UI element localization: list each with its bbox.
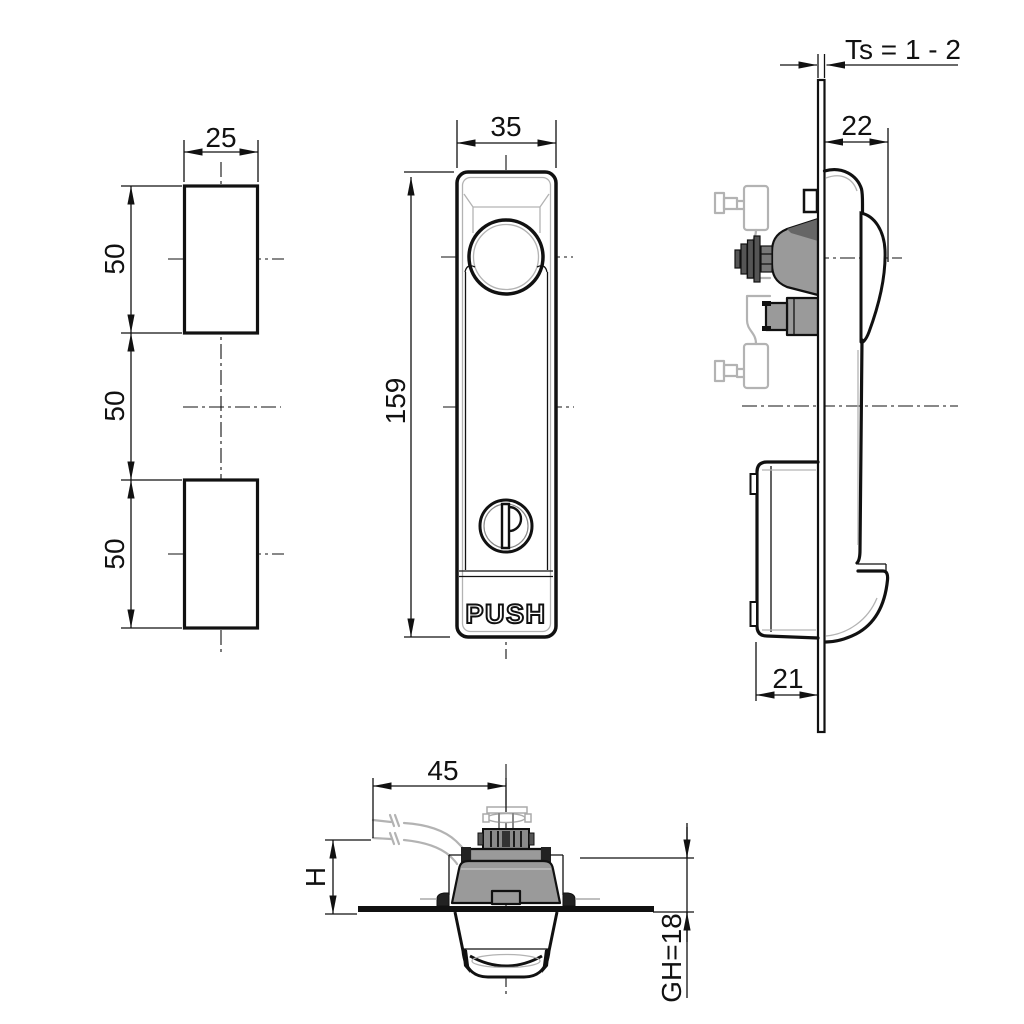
lock-cam-lower-block — [762, 296, 820, 337]
dim-rear-depth: 21 — [772, 663, 803, 694]
panel-clip — [802, 188, 819, 214]
grip-height-extensions — [580, 857, 694, 913]
recess-tangent-bumps — [464, 265, 548, 273]
lock-mechanism — [420, 854, 600, 907]
section-view: 45 H GH=18 — [300, 755, 694, 1003]
section-panel — [358, 906, 654, 912]
shaft-assembly — [461, 806, 551, 863]
dim-panel-thickness: Ts = 1 - 2 — [845, 34, 961, 65]
lock-case — [749, 460, 820, 640]
counter-bracket-bottom — [713, 294, 772, 390]
dim-front-depth: 22 — [841, 110, 872, 141]
cylinder-dome-inner — [472, 223, 540, 291]
cutout-hole-upper — [182, 184, 260, 335]
dim-cutout-seg2: 50 — [99, 390, 130, 421]
side-view: Ts = 1 - 2 22 21 — [713, 34, 961, 734]
keyhole-icon — [478, 498, 534, 554]
lever-break-marks — [388, 813, 401, 846]
push-label: PUSH — [465, 599, 546, 629]
handle-height-extensions — [325, 839, 371, 915]
dim-cutout-width: 25 — [205, 122, 236, 153]
panel-hairlines — [817, 54, 826, 78]
cylinder-dome-side — [859, 211, 887, 344]
dim-cutout-seg1: 50 — [99, 243, 130, 274]
handle-recess-edges — [464, 272, 549, 570]
cutout-hole-lower — [182, 478, 260, 630]
dim-grip-height: GH=18 — [656, 913, 687, 1003]
cylinder-dome — [467, 218, 545, 296]
dim-lever-reach: 45 — [427, 755, 458, 786]
front-view: PUSH 35 159 — [380, 111, 574, 659]
handle-top-decoration — [463, 193, 550, 233]
dim-cutout-seg3: 50 — [99, 538, 130, 569]
dim-handle-height: H — [300, 867, 331, 887]
cam-lever — [371, 813, 471, 866]
cutout-extension-lines — [121, 140, 259, 629]
mounting-panel — [816, 78, 826, 734]
handle-inner-outline — [461, 176, 552, 633]
lock-cam-block — [734, 217, 820, 297]
panel-cutout-view: 25 50 50 50 — [99, 122, 284, 656]
handle-cup — [453, 911, 559, 979]
dim-front-height: 159 — [380, 378, 411, 425]
dim-front-width: 35 — [490, 111, 521, 142]
handle-side-profile — [822, 168, 890, 644]
